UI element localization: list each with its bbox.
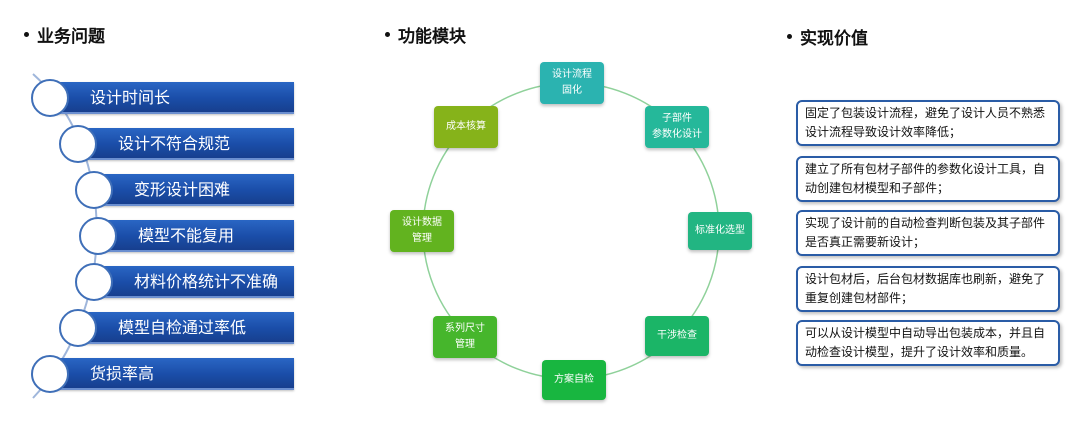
module-node: 系列尺寸管理 [433, 316, 497, 358]
module-node: 标准化选型 [688, 212, 752, 250]
problem-bubble [59, 125, 97, 163]
problem-bubble [75, 263, 113, 301]
value-box: 设计包材后，后台包材数据库也刷新，避免了重复创建包材部件； [796, 266, 1060, 312]
problem-bar: 货损率高 [50, 358, 294, 390]
module-node: 干涉检查 [645, 316, 709, 356]
problem-bar: 变形设计困难 [94, 174, 294, 206]
module-node: 成本核算 [434, 106, 498, 148]
value-box: 可以从设计模型中自动导出包装成本，并且自动检查设计模型，提升了设计效率和质量。 [796, 320, 1060, 366]
modules-title: 功能模块 [385, 22, 466, 47]
problem-bar: 设计不符合规范 [78, 128, 294, 160]
problem-bar: 设计时间长 [50, 82, 294, 114]
problem-bubble [75, 171, 113, 209]
module-node: 设计数据管理 [390, 210, 454, 252]
bullet-icon [787, 34, 792, 39]
module-node: 子部件参数化设计 [645, 106, 709, 148]
module-node: 方案自检 [542, 360, 606, 400]
problem-bar: 材料价格统计不准确 [94, 266, 294, 298]
bullet-icon [24, 32, 29, 37]
value-title: 实现价值 [787, 24, 868, 49]
problem-bar: 模型自检通过率低 [78, 312, 294, 344]
problems-title: 业务问题 [24, 22, 105, 47]
value-box: 建立了所有包材子部件的参数化设计工具，自动创建包材模型和子部件； [796, 156, 1060, 202]
module-node: 设计流程固化 [540, 62, 604, 104]
problem-bubble [31, 355, 69, 393]
bullet-icon [385, 32, 390, 37]
problem-bubble [31, 79, 69, 117]
problem-bubble [79, 217, 117, 255]
problem-bubble [59, 309, 97, 347]
problem-bar: 模型不能复用 [98, 220, 294, 252]
value-box: 实现了设计前的自动检查判断包装及其子部件是否真正需要新设计； [796, 210, 1060, 256]
value-box: 固定了包装设计流程，避免了设计人员不熟悉设计流程导致设计效率降低； [796, 100, 1060, 146]
